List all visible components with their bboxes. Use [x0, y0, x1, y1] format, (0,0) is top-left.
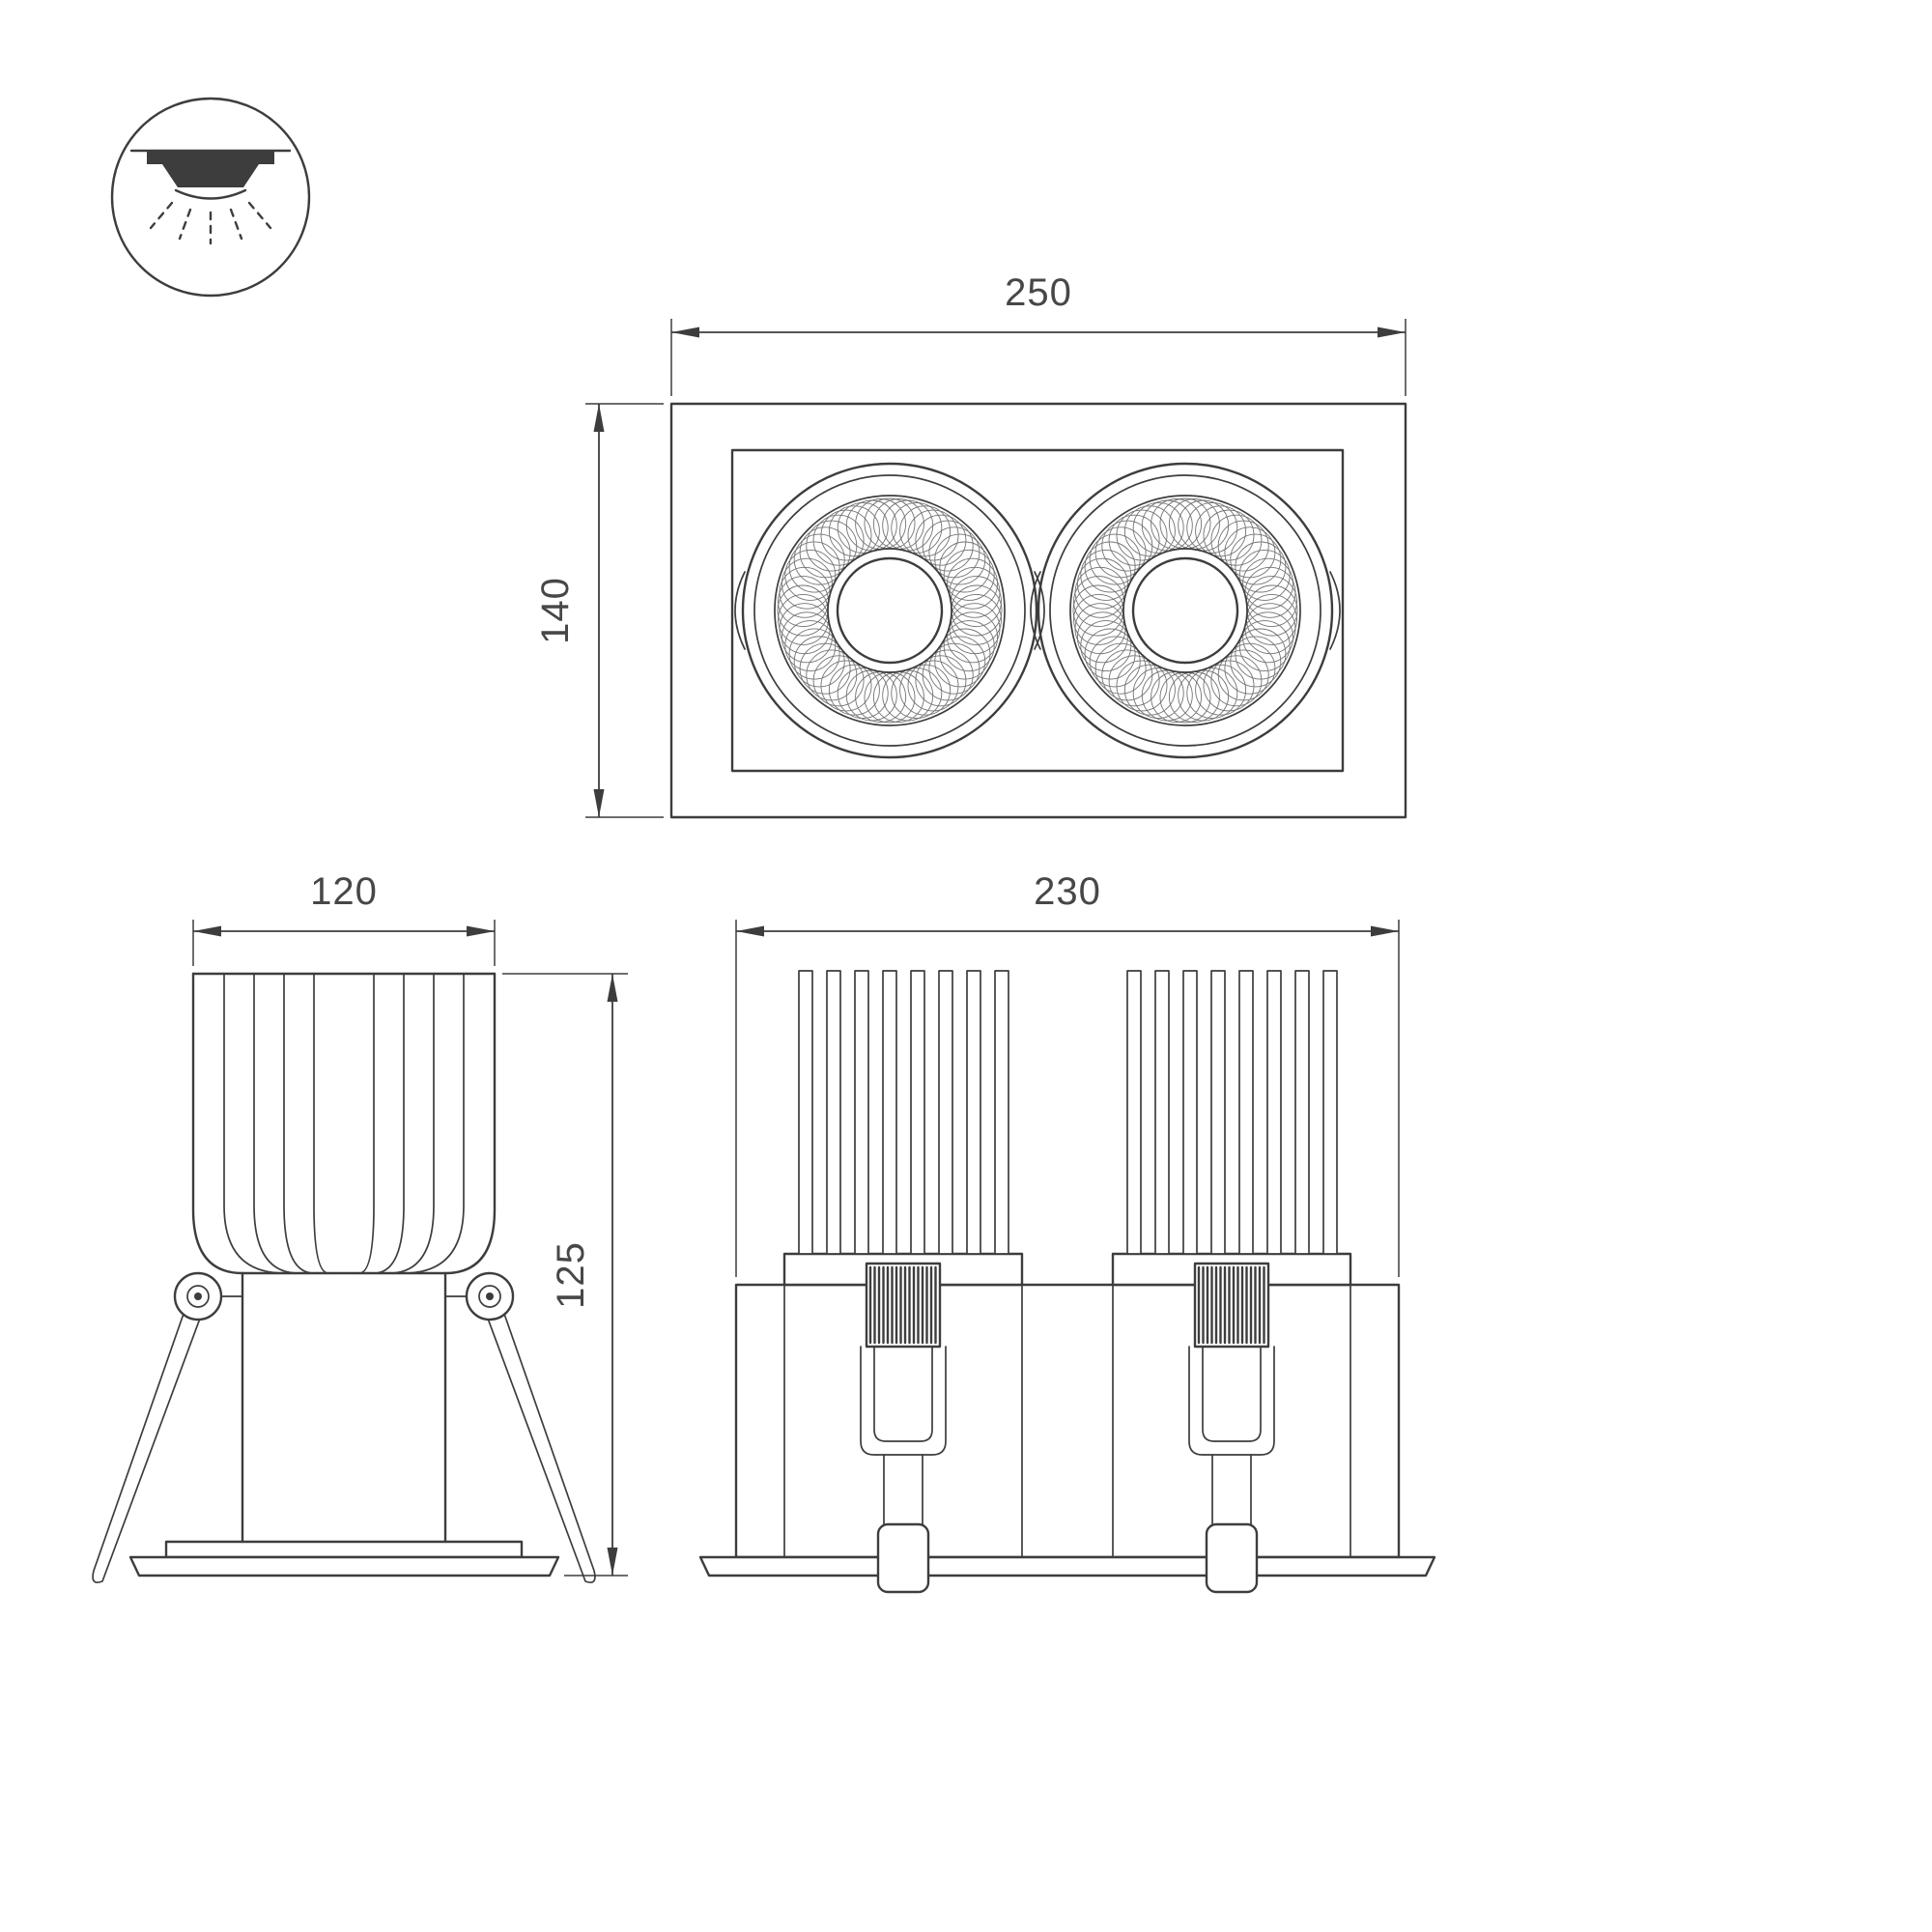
housing-profile: [128, 1271, 560, 1577]
light-rays-icon: [149, 201, 272, 245]
clip-foot: [876, 1522, 930, 1594]
lamp-right: [1030, 462, 1341, 759]
gimbal-tab-left: [1030, 571, 1041, 650]
dimension-140: 140: [534, 403, 664, 818]
heatsink-profile: [191, 972, 497, 1275]
lens-arc: [174, 188, 247, 200]
clip-bracket-inner: [1202, 1346, 1262, 1442]
clip-bracket-outer: [1188, 1346, 1275, 1456]
side-view: 120 125: [92, 870, 628, 1584]
gimbal-tab-right: [1034, 571, 1045, 650]
mounting-frame: [734, 1283, 1401, 1559]
fixture-body: [162, 164, 259, 187]
icon-circle: [110, 97, 311, 298]
spring-clips: [92, 1271, 596, 1584]
clip-spring-ribbed: [1193, 1262, 1270, 1349]
dim-label-height: 140: [534, 577, 577, 644]
clip-stem: [883, 1454, 923, 1525]
clip-assembly-left: [860, 1262, 947, 1594]
dimension-250: 250: [670, 271, 1406, 396]
gimbal-tab-left: [734, 571, 746, 650]
heatsink-left: [782, 970, 1024, 1287]
front-view: 250 140: [534, 271, 1407, 819]
lamp-left: [734, 462, 1045, 759]
fixture-flange: [147, 151, 274, 164]
dim-label-heatsink-width: 230: [1034, 870, 1101, 913]
housing-dividers: [783, 1284, 1351, 1558]
dim-label-width: 250: [1005, 271, 1072, 314]
outer-frame: [669, 402, 1407, 819]
clip-stem: [1211, 1454, 1252, 1525]
clip-spring-ribbed: [865, 1262, 942, 1349]
dim-label-depth: 125: [550, 1241, 592, 1309]
clip-bracket-inner: [873, 1346, 933, 1442]
recessed-downlight-icon: [110, 97, 311, 298]
clip-bracket-outer: [860, 1346, 947, 1456]
cob-led-center: [1131, 556, 1239, 665]
spring-clip-right: [480, 1293, 596, 1584]
spring-clip-left: [92, 1293, 208, 1584]
clip-assembly-right: [1188, 1262, 1275, 1594]
inner-frame: [730, 448, 1345, 773]
rib-hatching: [868, 1265, 937, 1345]
dimension-230: 230: [735, 870, 1400, 1277]
dim-label-side-width: 120: [310, 870, 378, 913]
rib-hatching: [1197, 1265, 1265, 1345]
clip-foot: [1205, 1522, 1259, 1594]
ceiling-flange: [698, 1555, 1436, 1577]
dimension-125: 125: [502, 973, 628, 1577]
cob-led-center: [836, 556, 944, 665]
heatsink-right: [1111, 970, 1352, 1287]
front-heatsink-view: 230: [698, 870, 1436, 1594]
gimbal-tab-right: [1329, 571, 1341, 650]
dimension-120: 120: [192, 870, 496, 966]
ceiling-flange: [128, 1555, 560, 1577]
